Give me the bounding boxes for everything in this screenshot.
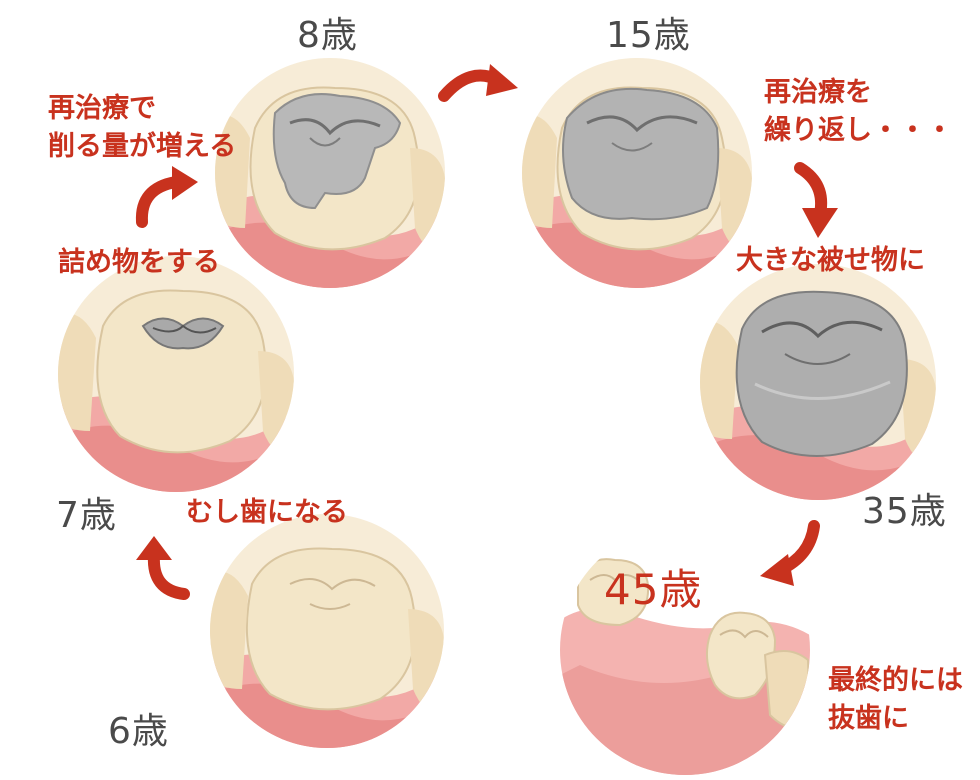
- note-final: 最終的には 抜歯に: [828, 662, 963, 738]
- age-label-8: 8歳: [297, 6, 358, 58]
- tooth-illustration-age-35: [700, 264, 936, 500]
- note-repeat: 再治療を 繰り返し・・・: [764, 74, 953, 150]
- note-crown-text: 大きな被せ物に: [736, 242, 925, 280]
- note-filling-text: 詰め物をする: [58, 244, 220, 282]
- age-label-6: 6歳: [108, 702, 169, 754]
- note-cavity: むし歯になる: [186, 494, 348, 532]
- note-filling: 詰め物をする: [58, 244, 220, 282]
- tooth-illustration-age-8: [215, 58, 445, 288]
- arrow-15-to-35: [790, 162, 842, 240]
- tooth-illustration-age-6: [210, 514, 444, 748]
- age-label-35: 35歳: [862, 482, 947, 534]
- note-retreat-line1: 再治療で: [48, 90, 236, 128]
- arrow-6-to-7: [130, 534, 190, 600]
- note-final-line2: 抜歯に: [828, 700, 963, 738]
- note-final-line1: 最終的には: [828, 662, 963, 700]
- age-label-7: 7歳: [56, 486, 117, 538]
- tooth-illustration-age-15: [522, 58, 752, 288]
- tooth-illustration-age-7: [58, 256, 294, 492]
- arrow-35-to-45: [758, 520, 824, 588]
- age-label-45: 45歳: [604, 556, 702, 617]
- note-repeat-line1: 再治療を: [764, 74, 953, 112]
- note-retreat-line2: 削る量が増える: [48, 128, 236, 166]
- note-cavity-text: むし歯になる: [186, 494, 348, 532]
- note-crown: 大きな被せ物に: [736, 242, 925, 280]
- note-repeat-line2: 繰り返し・・・: [764, 112, 953, 150]
- arrow-7-to-8: [128, 166, 200, 226]
- age-label-15: 15歳: [606, 6, 691, 58]
- note-retreat: 再治療で 削る量が増える: [48, 90, 236, 166]
- arrow-8-to-15: [440, 62, 520, 108]
